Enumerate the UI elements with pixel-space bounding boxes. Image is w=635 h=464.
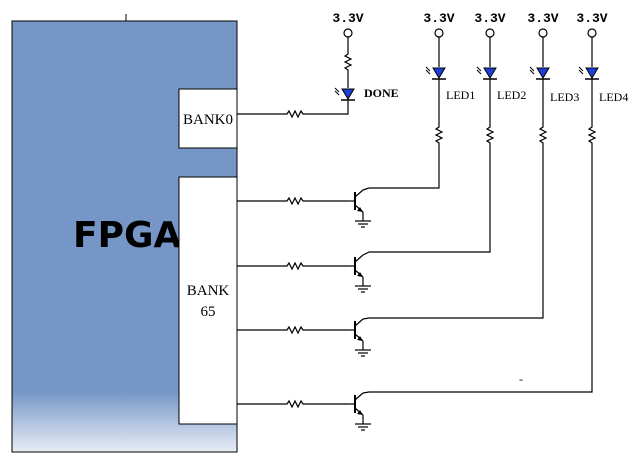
done-label: DONE (364, 86, 399, 100)
transistor-3 (348, 318, 372, 357)
led4-label: LED4 (599, 90, 628, 104)
bank65-label-line1: BANK (187, 283, 230, 299)
led1-supply-label: 3.3V (423, 11, 454, 26)
done-led (334, 87, 356, 101)
driver-2 (237, 251, 372, 293)
led2-icon (476, 66, 498, 80)
led4-icon (578, 66, 600, 80)
led3-circuit (369, 28, 551, 319)
led1-label: LED1 (446, 88, 475, 102)
transistor-1 (348, 189, 372, 228)
transistor-2 (348, 254, 372, 293)
bank65-label-line2: 65 (201, 304, 216, 320)
led1-icon (425, 66, 447, 80)
bank0-block (178, 88, 238, 149)
bank65-block (178, 176, 238, 425)
fpga-label: FPGA (73, 215, 182, 256)
led4-supply-label: 3.3V (576, 11, 607, 26)
led3-icon (529, 66, 551, 80)
done-circuit (237, 28, 356, 118)
transistor-4 (348, 392, 372, 431)
driver-4 (237, 391, 372, 431)
done-supply-terminal (343, 28, 353, 38)
done-supply-label: 3.3V (332, 11, 363, 26)
driver-1 (237, 187, 372, 228)
bank0-label: BANK0 (183, 112, 233, 128)
led4-circuit (369, 28, 600, 393)
led1-circuit (369, 28, 447, 189)
driver-3 (237, 317, 372, 357)
led2-circuit (369, 28, 498, 253)
led3-label: LED3 (550, 90, 579, 104)
led2-supply-label: 3.3V (474, 11, 505, 26)
led3-supply-label: 3.3V (527, 11, 558, 26)
led2-label: LED2 (497, 88, 526, 102)
stray-mark: - (519, 372, 523, 386)
